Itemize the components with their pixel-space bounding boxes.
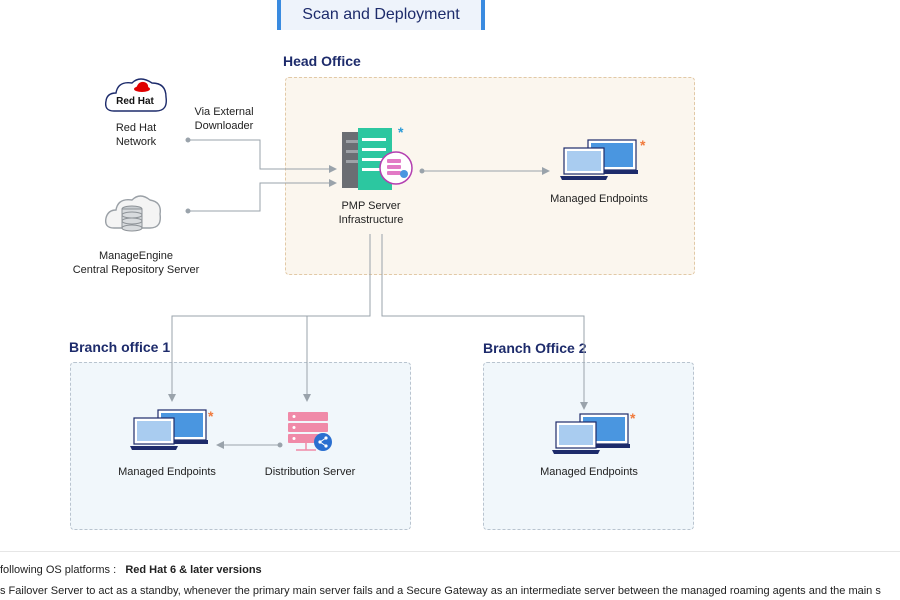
footer-os-platforms: following OS platforms : Red Hat 6 & lat… xyxy=(0,564,262,576)
via-external-downloader-label: Via External Downloader xyxy=(187,105,261,133)
branch1-endpoints-asterisk: * xyxy=(208,408,214,424)
repository-cloud-icon xyxy=(104,195,161,232)
connector-manageengine-to-pmp xyxy=(188,179,337,212)
redhat-network-line-1: Red Hat xyxy=(115,122,157,134)
via-external-line-2: Downloader xyxy=(194,120,254,132)
branch2-endpoints-icon xyxy=(552,413,630,454)
distribution-server-label: Distribution Server xyxy=(264,466,356,478)
head-endpoints-label: Managed Endpoints xyxy=(550,193,648,205)
distribution-server-icon xyxy=(288,412,332,451)
pmp-server-line-1: PMP Server xyxy=(341,200,401,212)
connector-pmp-to-branch2 xyxy=(381,234,588,410)
redhat-logo-text: Red Hat xyxy=(116,96,154,107)
head-endpoints-asterisk: * xyxy=(640,137,646,153)
branch1-endpoints-label: Managed Endpoints xyxy=(118,466,216,478)
connector-redhat-to-pmp xyxy=(188,139,337,173)
branch2-endpoints-asterisk: * xyxy=(630,410,636,426)
footer-divider xyxy=(0,551,900,552)
head-office-label: Head Office xyxy=(283,53,361,69)
branch2-endpoints-label: Managed Endpoints xyxy=(540,466,638,478)
connector-pmp-to-branch1 xyxy=(168,234,371,402)
branch-office-1-label: Branch office 1 xyxy=(69,339,171,355)
redhat-network-line-2: Network xyxy=(115,136,157,148)
footer-os-value: Red Hat 6 & later versions xyxy=(125,564,262,576)
footer-os-prefix: following OS platforms : xyxy=(0,564,117,576)
branch-office-1-region xyxy=(70,362,411,530)
manageengine-label: ManageEngine Central Repository Server xyxy=(56,249,216,277)
head-endpoints-icon xyxy=(560,139,638,180)
redhat-cloud-icon xyxy=(104,78,167,112)
footer-failover-text: s Failover Server to act as a standby, w… xyxy=(0,585,881,597)
redhat-network-label: Red Hat Network xyxy=(96,121,176,149)
pmp-server-icon xyxy=(342,128,413,190)
manageengine-line-2: Central Repository Server xyxy=(72,264,200,276)
pmp-server-label: PMP Server Infrastructure xyxy=(326,199,416,227)
diagram-title: Scan and Deployment xyxy=(277,0,485,30)
branch1-endpoints-icon xyxy=(130,409,208,450)
pmp-asterisk: * xyxy=(398,124,404,140)
branch-office-2-label: Branch Office 2 xyxy=(483,340,587,356)
pmp-server-line-2: Infrastructure xyxy=(338,214,404,226)
diagram-title-text: Scan and Deployment xyxy=(302,6,460,23)
manageengine-line-1: ManageEngine xyxy=(98,250,173,262)
via-external-line-1: Via External xyxy=(194,106,254,118)
